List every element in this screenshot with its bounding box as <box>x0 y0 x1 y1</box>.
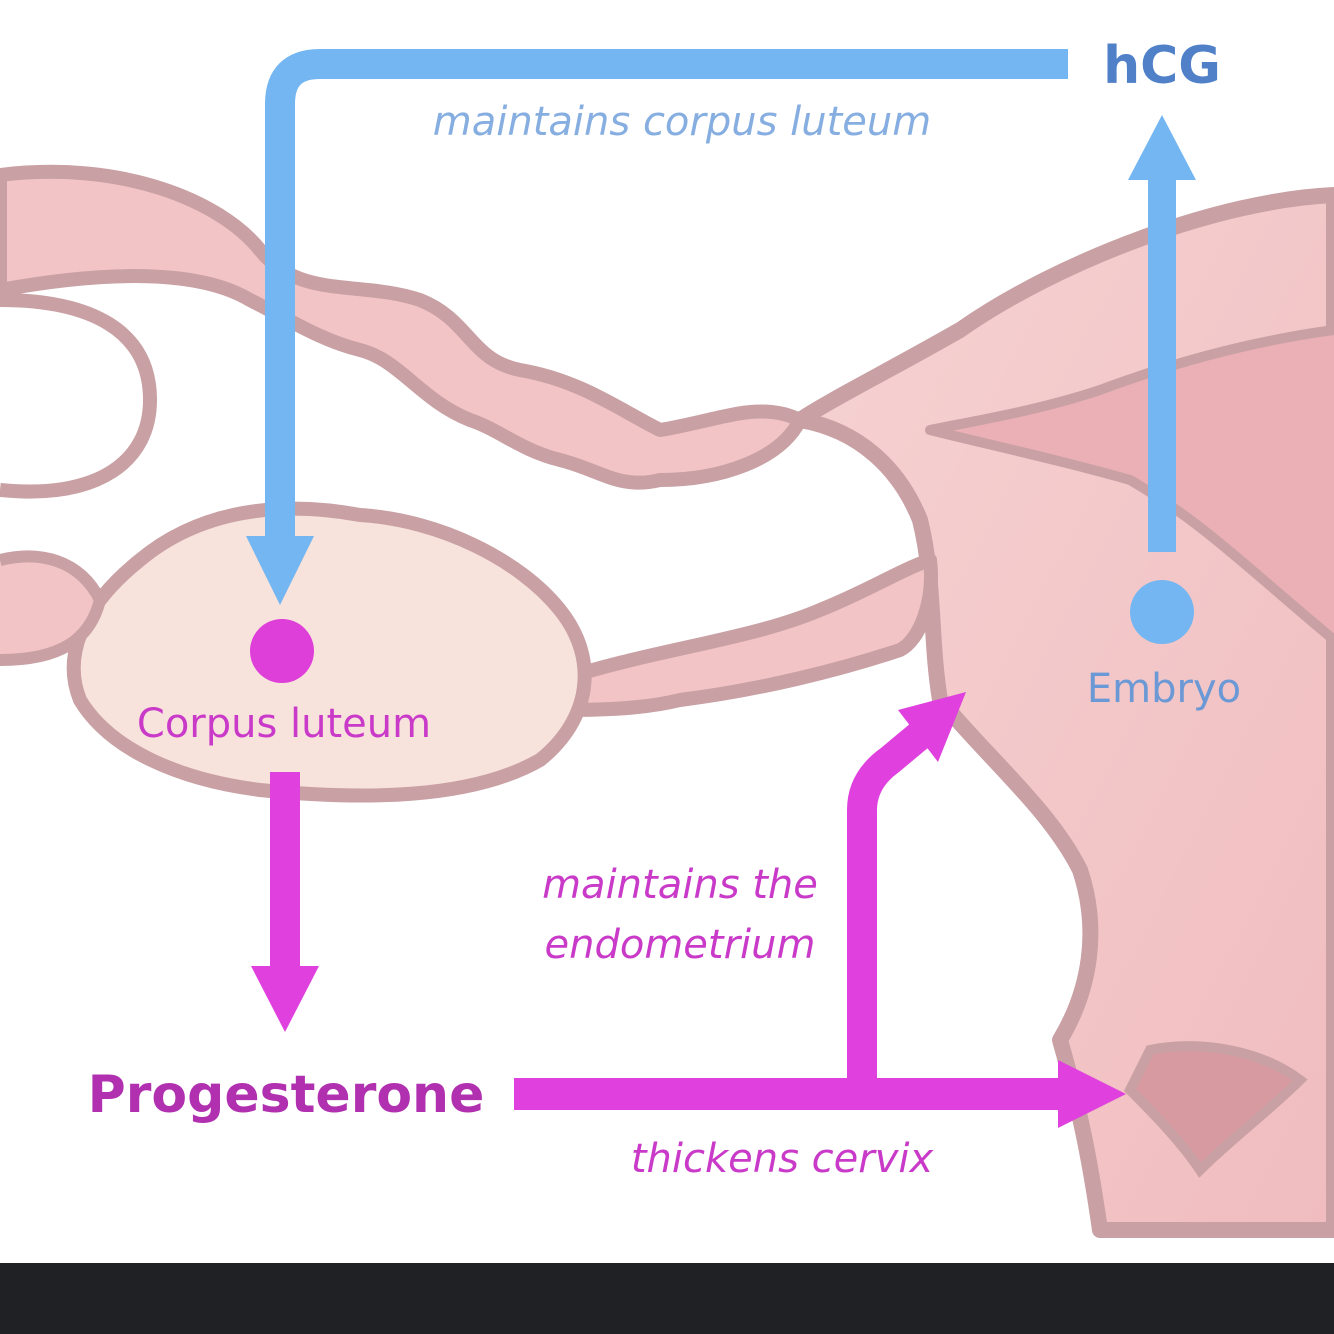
thickens-cervix-label: thickens cervix <box>631 1136 934 1182</box>
maintains-corpus-luteum-label: maintains corpus luteum <box>433 99 931 145</box>
anatomy-illustration <box>0 164 1334 1238</box>
ovary <box>66 501 592 803</box>
progesterone-label: Progesterone <box>88 1065 485 1125</box>
fimbriae <box>0 550 107 666</box>
endometrium-arrowhead <box>898 692 966 762</box>
hcg-pathway <box>246 49 1196 605</box>
fallopian-tube <box>0 164 807 490</box>
ovarian-ligament <box>553 553 938 717</box>
endometrium-label: endometrium <box>545 922 816 968</box>
endometrium-arrow-line <box>847 723 930 1082</box>
footer-bar <box>0 1263 1334 1334</box>
uterine-cavity <box>925 325 1334 644</box>
cervix-arrow-shaft <box>514 1078 1064 1110</box>
embryo-label: Embryo <box>1087 666 1241 712</box>
tube-loop <box>0 293 158 499</box>
progesterone-down-shaft <box>270 772 300 982</box>
hcg-up-arrowhead <box>1128 115 1196 180</box>
hcg-up-shaft <box>1148 170 1176 552</box>
cervix-arrowhead <box>1058 1060 1126 1128</box>
hcg-return-line <box>265 49 1068 540</box>
corpus-luteum-label: Corpus luteum <box>137 701 431 747</box>
progesterone-pathway <box>251 692 1126 1128</box>
maintains-the-label: maintains the <box>542 862 818 908</box>
corpus-luteum-dot <box>250 619 314 683</box>
hcg-down-arrowhead <box>246 536 314 605</box>
progesterone-down-arrowhead <box>251 966 319 1032</box>
cervix <box>1123 1041 1308 1178</box>
hcg-label: hCG <box>1103 36 1221 96</box>
embryo-dot <box>1130 580 1194 644</box>
